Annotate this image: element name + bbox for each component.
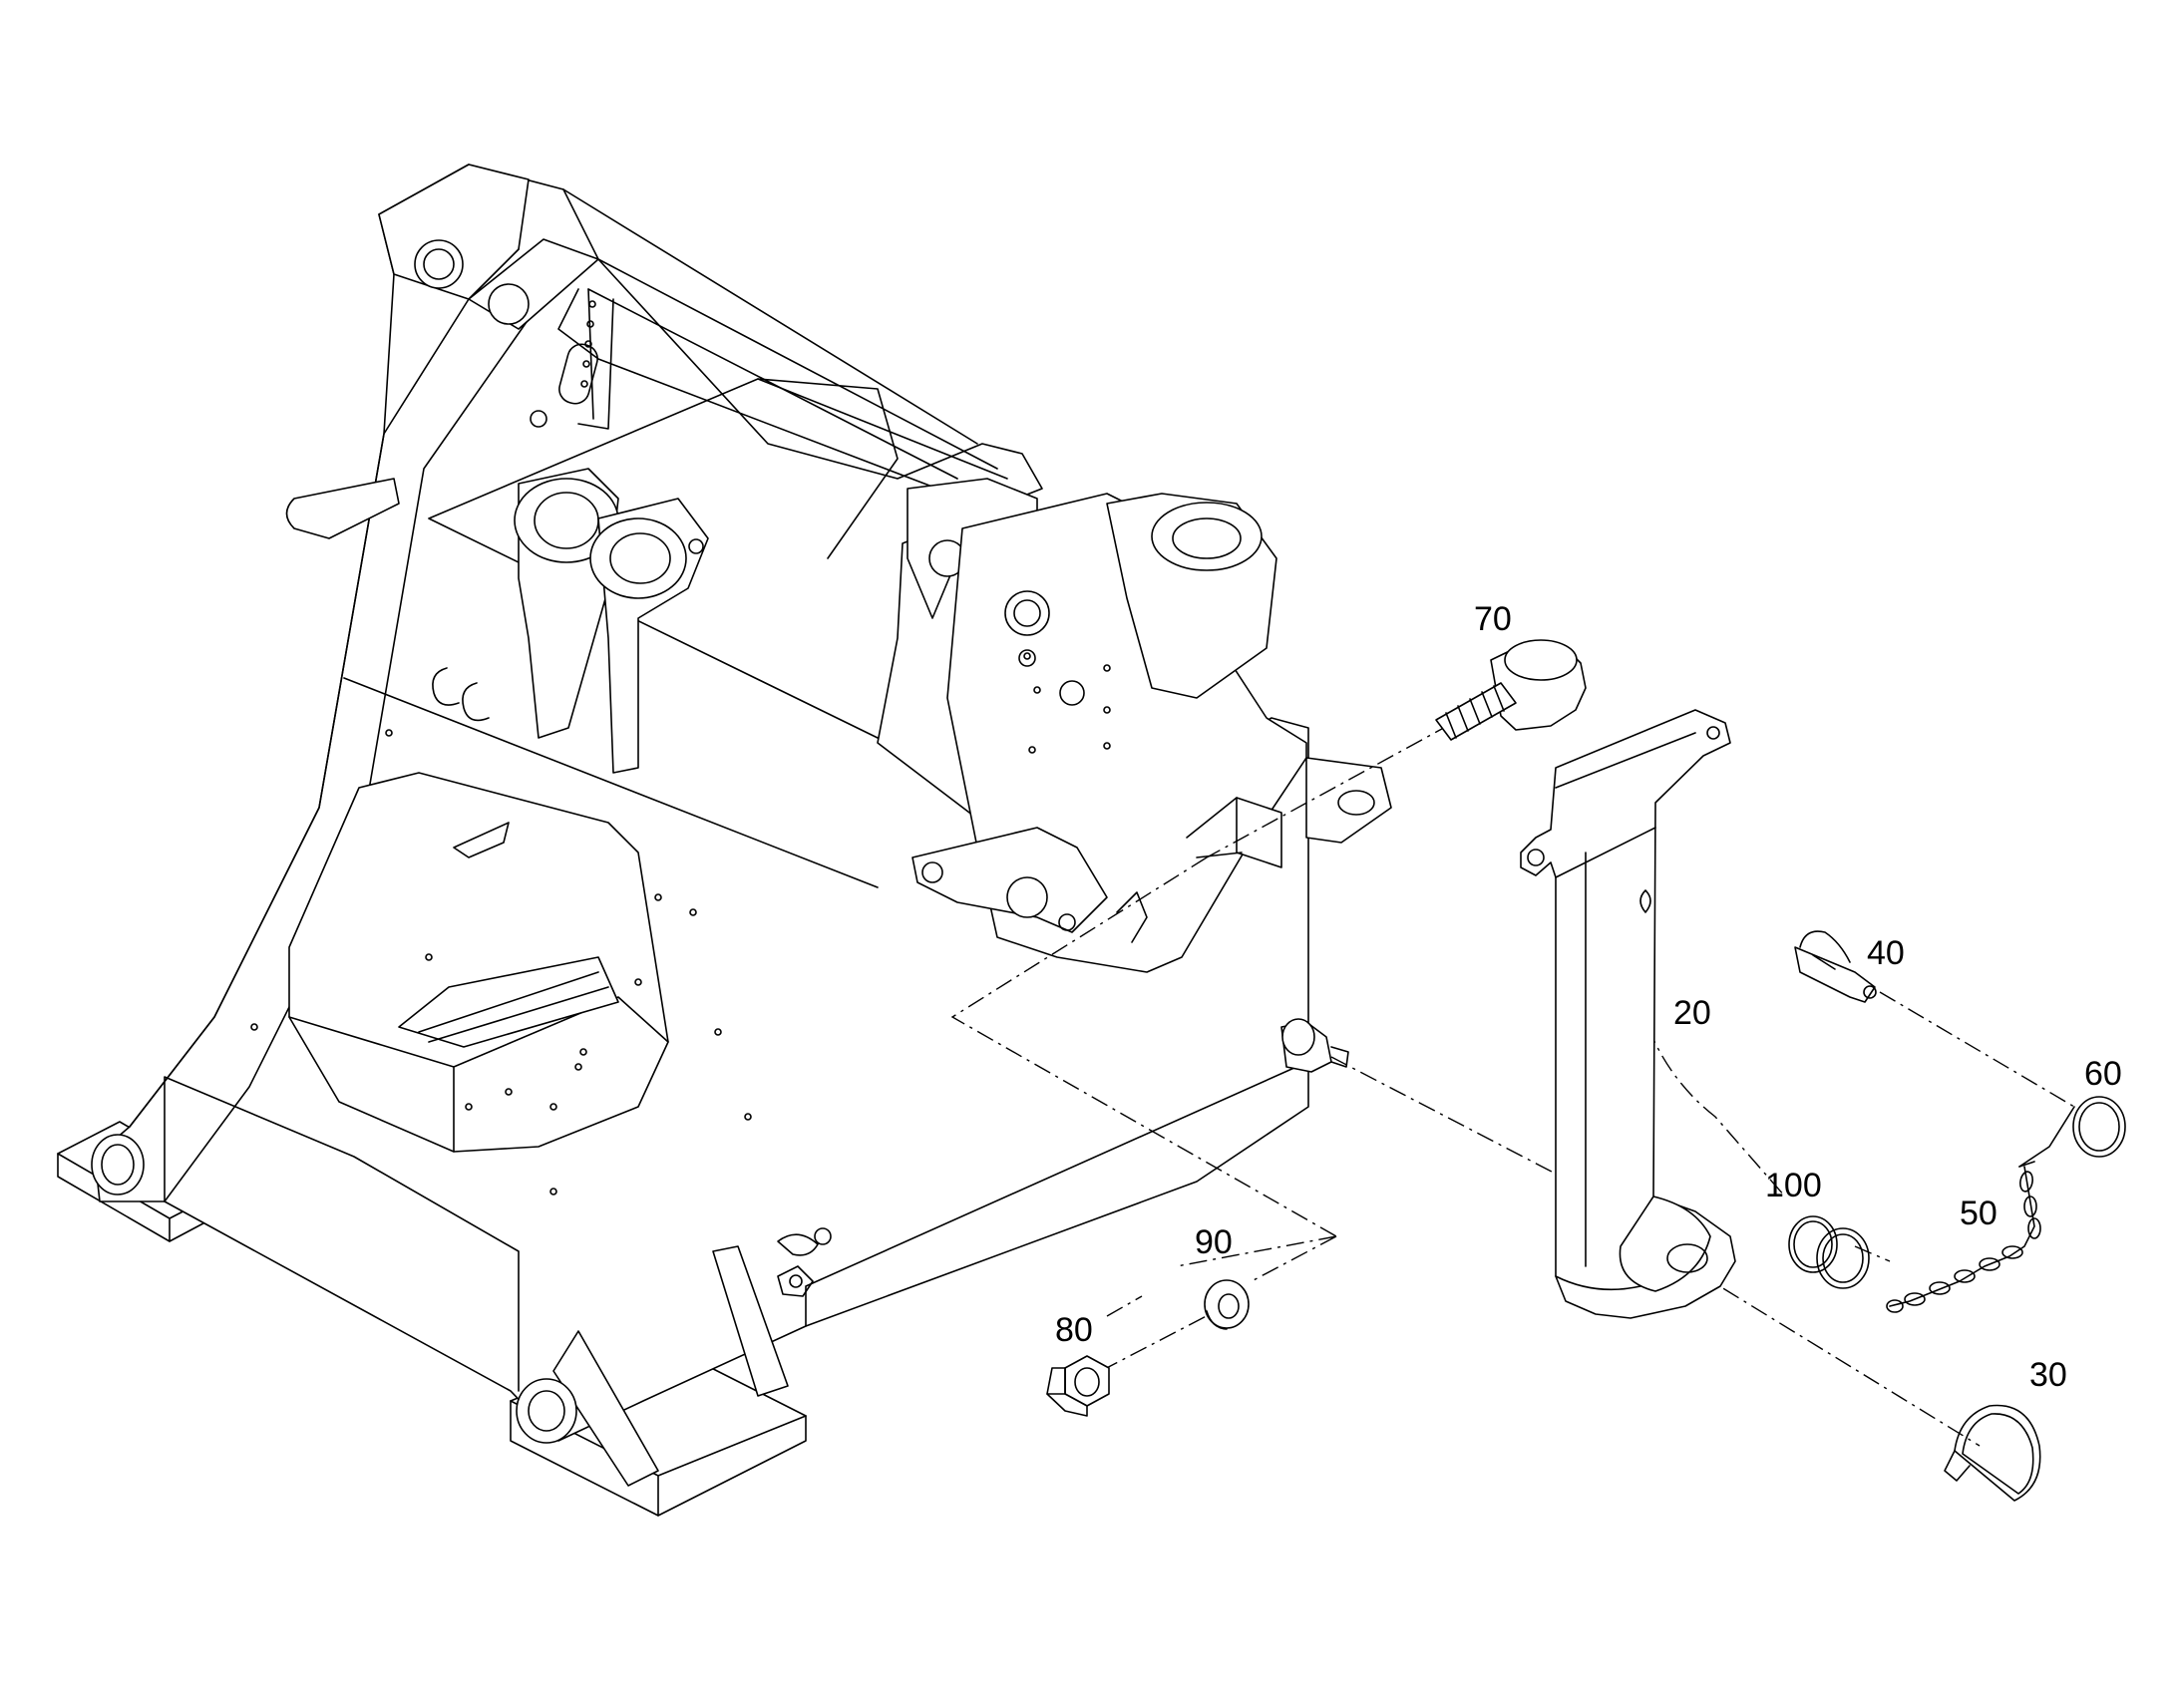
callout-70: 70 (1474, 600, 1512, 638)
assembly-lines (950, 723, 2075, 1447)
callout-80: 80 (1055, 1311, 1093, 1349)
callout-20: 20 (1673, 994, 1711, 1032)
part-70-bolt (1435, 639, 1587, 741)
main-frame (57, 164, 1392, 1517)
part-50-chain (1886, 1106, 2075, 1313)
part-40-linch-pin (1794, 930, 1877, 1003)
callout-90: 90 (1195, 1223, 1233, 1261)
callout-100: 100 (1765, 1167, 1822, 1204)
callout-50: 50 (1960, 1195, 1998, 1232)
part-90-washer (1204, 1279, 1250, 1330)
part-20-lever (1520, 709, 1736, 1319)
hinge-lugs (514, 468, 709, 774)
part-60-ring (2072, 1096, 2126, 1158)
frame-holes (250, 729, 752, 1196)
callout-40: 40 (1867, 934, 1905, 972)
part-30-snap-ring (1944, 1404, 2041, 1502)
callout-30: 30 (2029, 1356, 2067, 1394)
callout-60: 60 (2084, 1055, 2122, 1093)
part-100-rings (1788, 1215, 1870, 1289)
part-80-hex-nut (1046, 1355, 1110, 1417)
